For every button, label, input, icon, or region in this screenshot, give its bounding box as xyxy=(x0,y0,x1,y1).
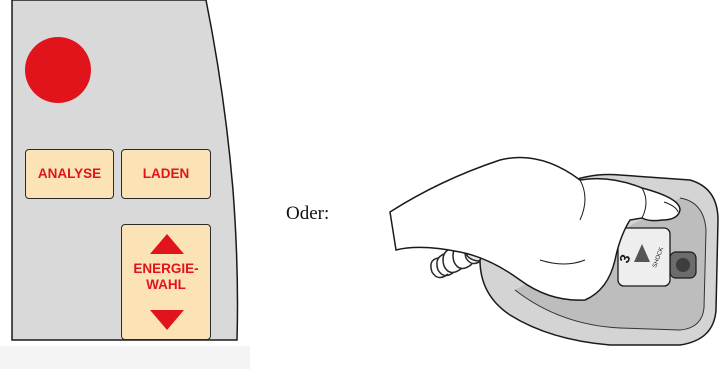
paddle-shock-button[interactable]: 3 SHOCK xyxy=(616,228,670,286)
device-control-panel: ANALYSE LADEN ENERGIE- WAHL xyxy=(0,0,250,369)
analyse-button-label: ANALYSE xyxy=(26,150,113,197)
shock-button-red-circle-icon[interactable] xyxy=(25,37,91,103)
energy-select-button[interactable]: ENERGIE- WAHL xyxy=(121,224,211,340)
hand-pressing-paddle-button-icon: 3 SHOCK xyxy=(380,140,720,369)
laden-button-label: LADEN xyxy=(122,150,210,197)
energy-select-label-line1: ENERGIE- xyxy=(122,261,210,277)
oder-label: Oder: xyxy=(286,203,329,225)
laden-button[interactable]: LADEN xyxy=(121,149,211,199)
analyse-button[interactable]: ANALYSE xyxy=(25,149,114,199)
energy-select-label-line2: WAHL xyxy=(122,277,210,293)
triangle-up-icon[interactable] xyxy=(149,233,185,255)
energy-select-label: ENERGIE- WAHL xyxy=(122,261,210,293)
triangle-down-icon[interactable] xyxy=(149,309,185,331)
